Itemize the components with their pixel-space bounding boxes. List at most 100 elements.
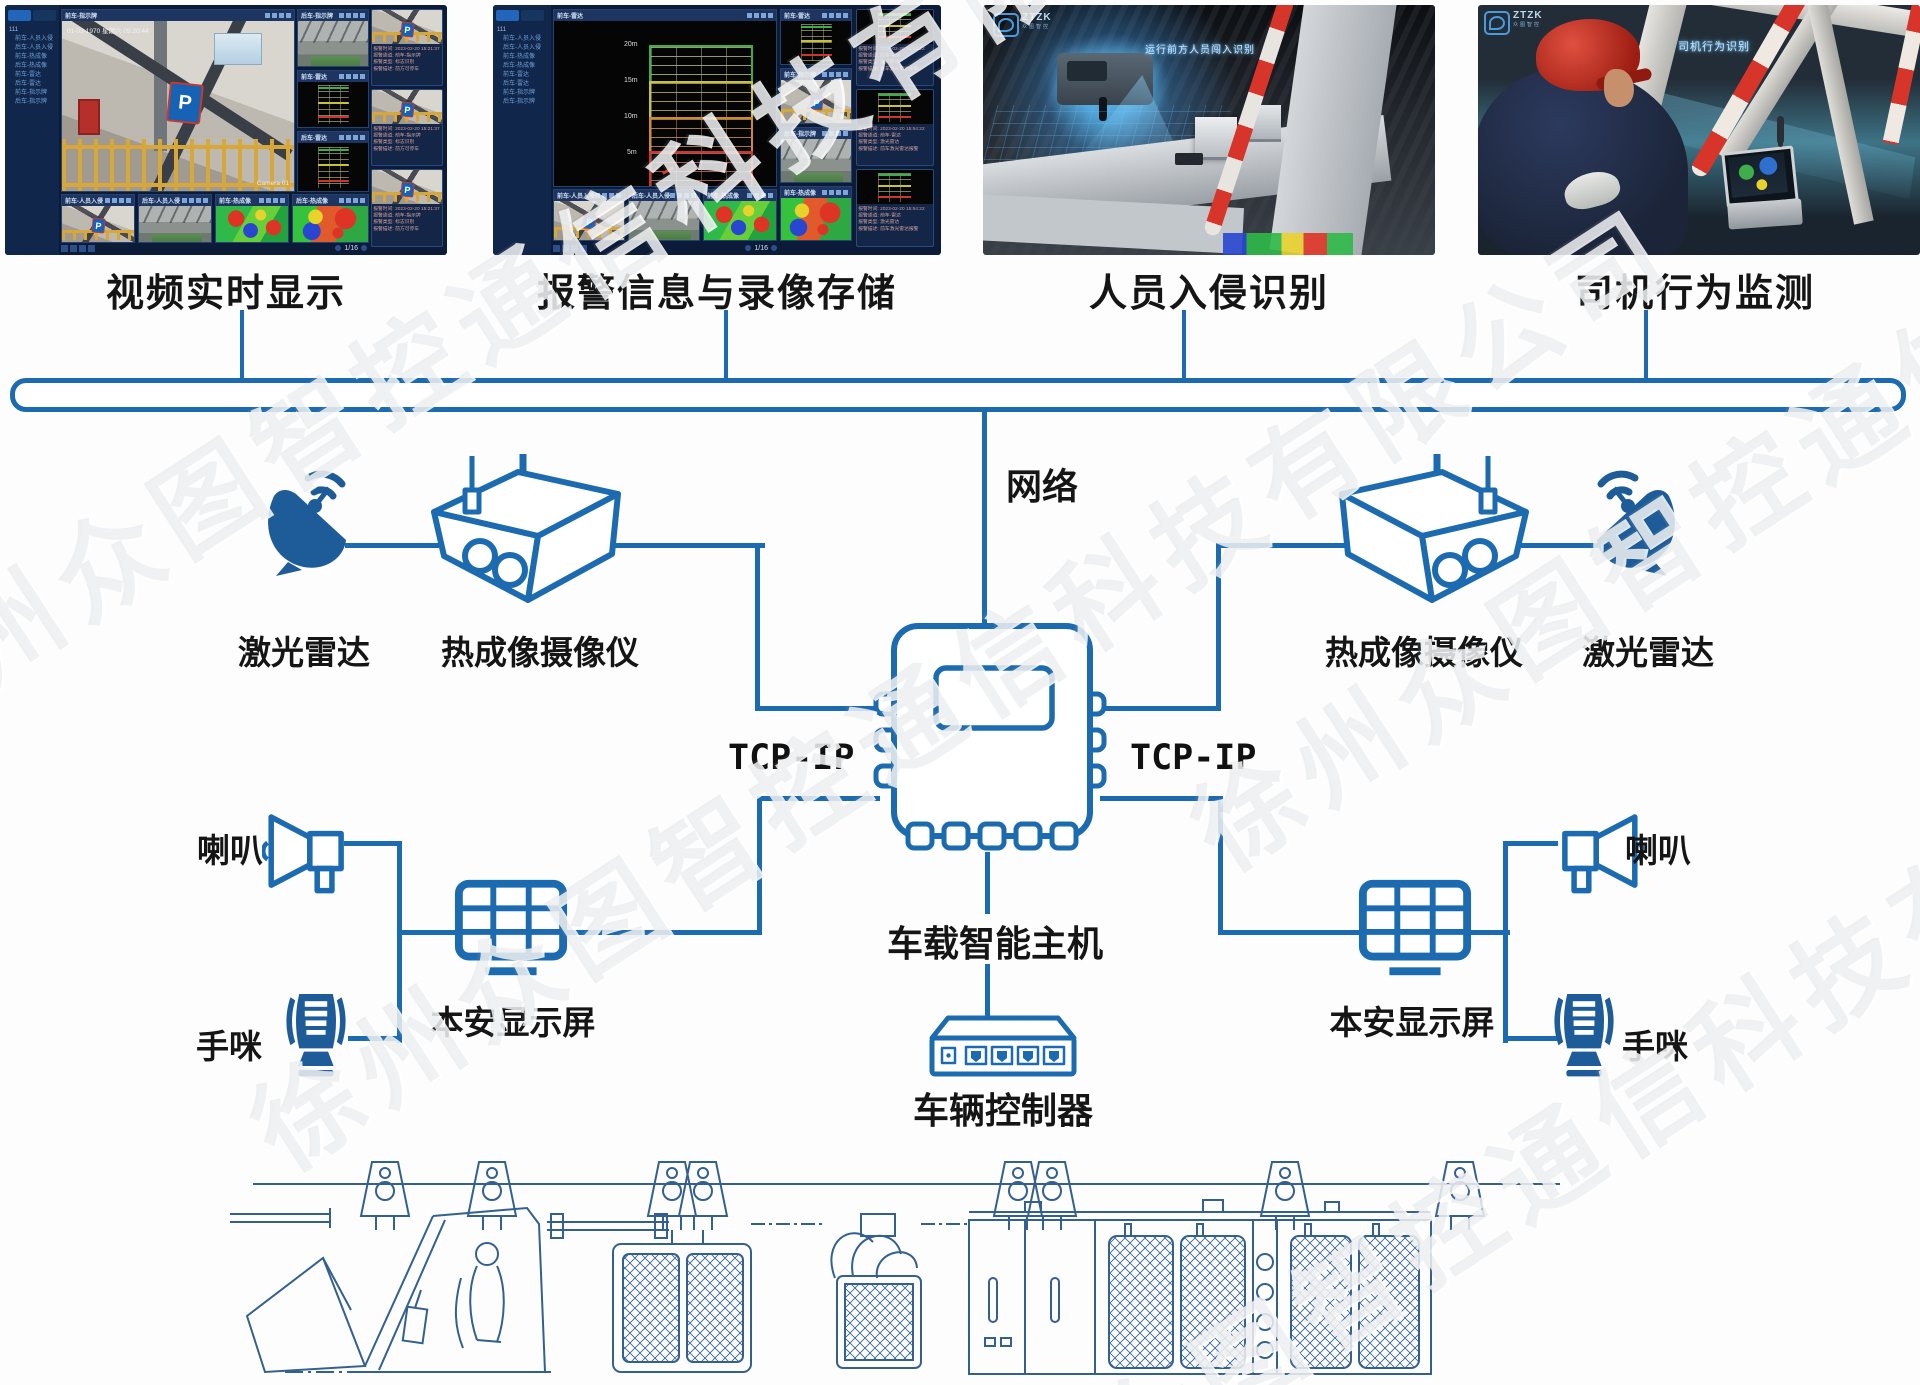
layout-button[interactable] bbox=[70, 244, 77, 252]
caption-intrusion: 人员入侵识别 bbox=[1088, 273, 1330, 315]
timestamp-overlay: 01-03-1970 星期六 05:20:44 bbox=[67, 28, 149, 35]
window-controls[interactable] bbox=[265, 13, 291, 18]
tile-title: 前车-指示牌 bbox=[65, 14, 97, 20]
window-controls[interactable] bbox=[670, 193, 696, 198]
bottom-tile[interactable]: 后车-人员入侵 bbox=[138, 194, 212, 243]
next-page-button[interactable] bbox=[361, 245, 367, 251]
window-controls[interactable] bbox=[259, 198, 285, 203]
logo-subtext: 众图智控 bbox=[1513, 22, 1542, 28]
layout-button[interactable] bbox=[61, 244, 68, 252]
screenshot-intrusion-render: ZTZK 众图智控 运行前方人员闯入识别 bbox=[983, 5, 1435, 255]
side-tile[interactable]: 前车-雷达 bbox=[780, 9, 852, 65]
thermal-right-label: 热成像摄像仪 bbox=[1325, 634, 1523, 671]
next-page-button[interactable] bbox=[771, 245, 777, 251]
side-tile[interactable]: 前车-热成像 bbox=[780, 186, 852, 241]
tree-item[interactable]: 前车-指示牌 bbox=[15, 90, 47, 96]
side-tile[interactable]: 前车-雷达 bbox=[297, 70, 369, 128]
prev-page-button[interactable] bbox=[745, 245, 752, 251]
thermal-host-line bbox=[755, 706, 880, 711]
window-controls[interactable] bbox=[339, 135, 365, 140]
lidar-icon bbox=[1597, 470, 1675, 576]
alarm-thumbnail bbox=[372, 170, 442, 204]
thermal-strip bbox=[1223, 233, 1353, 255]
tree-root[interactable]: 111 bbox=[497, 27, 507, 33]
window-controls[interactable] bbox=[747, 193, 773, 198]
bus-to-host-line bbox=[982, 407, 987, 629]
preview-tab[interactable] bbox=[8, 10, 31, 21]
tree-item[interactable]: 前车-人员入侵 bbox=[15, 36, 53, 42]
window-controls[interactable] bbox=[105, 198, 131, 203]
tree-item[interactable]: 前车-指示牌 bbox=[503, 90, 535, 96]
layout-button[interactable] bbox=[580, 244, 587, 252]
speaker-line bbox=[344, 841, 402, 846]
window-controls[interactable] bbox=[822, 190, 848, 195]
tree-item[interactable]: 后车-热成像 bbox=[503, 63, 535, 69]
lidar-icon bbox=[268, 470, 346, 576]
tree-item[interactable]: 后车-人员入侵 bbox=[503, 45, 541, 51]
main-radar-tile[interactable]: 前车-雷达 20m 15m 10m 5m bbox=[553, 9, 777, 187]
bottom-tile[interactable]: 前车-人员入侵 bbox=[553, 189, 625, 241]
window-controls[interactable] bbox=[822, 131, 848, 136]
tree-item[interactable]: 后车-人员入侵 bbox=[15, 45, 53, 51]
window-controls[interactable] bbox=[182, 198, 208, 203]
tree-item[interactable]: 前车-雷达 bbox=[503, 72, 529, 78]
layout-button[interactable] bbox=[571, 244, 578, 252]
preview-tab[interactable] bbox=[496, 10, 519, 21]
host-display-line bbox=[1100, 796, 1221, 801]
tree-item[interactable]: 后车-指示牌 bbox=[15, 99, 47, 105]
camera-on-mount bbox=[1175, 153, 1203, 165]
playback-tab[interactable] bbox=[33, 10, 56, 21]
layout-button[interactable] bbox=[553, 244, 560, 252]
tree-item[interactable]: 前车-热成像 bbox=[503, 54, 535, 60]
window-controls[interactable] bbox=[595, 193, 621, 198]
distance-label: 5m bbox=[627, 149, 637, 156]
layout-button[interactable] bbox=[79, 244, 86, 252]
bottom-tile[interactable]: 前车-热成像 bbox=[215, 194, 289, 243]
tree-item[interactable]: 前车-雷达 bbox=[15, 72, 41, 78]
pillar bbox=[154, 21, 167, 151]
side-tile[interactable]: 前车-指示牌 bbox=[780, 68, 852, 124]
bottom-tile[interactable]: 前车-热成像 bbox=[703, 189, 777, 241]
layout-button[interactable] bbox=[562, 244, 569, 252]
side-tile[interactable]: 后车-雷达 bbox=[297, 131, 369, 192]
window-controls[interactable] bbox=[339, 198, 365, 203]
video-frame bbox=[629, 201, 699, 240]
main-video-tile[interactable]: 前车-指示牌 P 01-03-1970 星期六 05:20:44 Camera … bbox=[61, 9, 295, 192]
prev-page-button[interactable] bbox=[335, 245, 342, 251]
window-controls[interactable] bbox=[339, 13, 365, 18]
side-tile[interactable]: 后车-指示牌 bbox=[297, 9, 369, 67]
bottom-tile[interactable]: 前车-人员入侵 bbox=[61, 194, 135, 243]
playback-tab[interactable] bbox=[521, 10, 544, 21]
bottom-tile[interactable]: 后车-人员入侵 bbox=[628, 189, 700, 241]
tree-item[interactable]: 后车-指示牌 bbox=[503, 99, 535, 105]
thermal-left-label: 热成像摄像仪 bbox=[441, 634, 639, 671]
tree-item[interactable]: 后车-雷达 bbox=[503, 81, 529, 87]
tree-item[interactable]: 前车-热成像 bbox=[15, 54, 47, 60]
tile-title: 前车-热成像 bbox=[784, 191, 816, 197]
tile-title: 前车-热成像 bbox=[707, 194, 739, 200]
window-controls[interactable] bbox=[822, 13, 848, 18]
tree-item[interactable]: 前车-人员入侵 bbox=[503, 36, 541, 42]
tree-item[interactable]: 后车-雷达 bbox=[15, 81, 41, 87]
alarm-thumbnail bbox=[372, 90, 442, 124]
bottom-tile[interactable]: 后车-热成像 bbox=[292, 194, 369, 243]
speaker-mic-branch-line bbox=[397, 843, 402, 1043]
tree-root[interactable]: 111 bbox=[9, 27, 19, 33]
window-controls[interactable] bbox=[822, 72, 848, 77]
alarm-thumbnail bbox=[372, 10, 442, 44]
layout-button[interactable] bbox=[88, 244, 95, 252]
window-controls[interactable] bbox=[747, 13, 773, 18]
window-controls[interactable] bbox=[339, 74, 365, 79]
side-tile[interactable]: 后车-指示牌 bbox=[780, 127, 852, 183]
speaker-line bbox=[1503, 841, 1558, 846]
tree-item[interactable]: 后车-热成像 bbox=[15, 63, 47, 69]
sidebar-tabs bbox=[8, 10, 56, 21]
